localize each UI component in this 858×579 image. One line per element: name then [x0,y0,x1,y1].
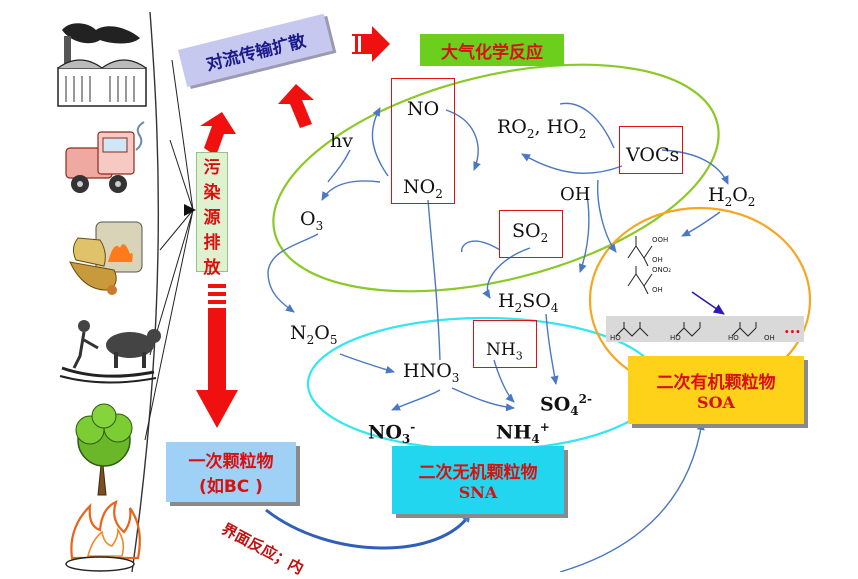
source-divider-line [131,11,160,572]
primary-particle-box: 一次颗粒物 (如BC ) [166,442,296,502]
svg-text:OOH: OOH [652,236,668,244]
source-fan-lines [144,59,194,441]
svg-text:HO: HO [728,334,739,342]
atmospheric-chemistry-loop [272,63,720,293]
sna-box: 二次无机颗粒物 SNA [392,446,564,514]
species-h2so4: H2SO4 [498,290,559,315]
tree-icon [75,403,133,496]
cooking-stove-icon [69,221,143,295]
species-nh3: NH3 [486,340,523,363]
svg-text:ONO₂: ONO₂ [652,266,671,274]
svg-text:OH: OH [652,256,663,264]
so2-box [499,210,563,258]
species-nh4-ion: NH4+ [496,420,550,447]
species-no3-ion: NO3- [368,420,416,447]
factory-icon [57,23,147,107]
red-arrow-up-left [200,112,236,156]
emission-char: 染 [203,183,221,203]
soa-title: 二次有机颗粒物 [656,373,776,393]
primary-particle-title: 一次颗粒物 [188,452,274,472]
species-no2: NO2 [403,176,443,201]
soa-oxidation-arrow [691,291,725,315]
atmospheric-chemistry-label: 大气化学反应 [441,42,543,63]
species-vocs: VOCs [626,144,680,166]
soa-molecule-labels: OOH OH ONO₂ OH HO HO HO OH [610,236,775,342]
farmer-plow-icon [59,320,161,384]
emission-char: 污 [203,158,221,178]
svg-text:HO: HO [670,334,681,342]
species-so4-ion: SO42- [540,392,592,419]
atmospheric-chemistry-box: 大气化学反应 [420,34,564,66]
soa-molecule-structures [606,236,804,342]
red-arrow-down [196,284,238,428]
red-arrow-up-right [278,84,314,128]
species-n2o5: N2O5 [290,322,338,347]
species-o3: O3 [300,208,324,233]
sna-title: 二次无机颗粒物 [418,463,538,483]
emission-char: 排 [203,233,221,253]
species-hv: hv [330,130,353,152]
species-hno3: HNO3 [403,360,460,385]
fire-icon [65,500,141,572]
sna-abbrev: SNA [458,483,498,502]
no-nox-box [391,78,455,204]
source-fan-arrowhead [184,204,196,216]
species-oh: OH [560,184,591,205]
svg-text:HO: HO [610,334,621,342]
soa-abbrev: SOA [697,393,735,412]
truck-icon [65,121,145,193]
species-ro2-ho2: RO2, HO2 [497,116,587,141]
svg-text:OH: OH [764,334,775,342]
species-so2: SO2 [512,220,549,245]
nh3-box [473,320,537,368]
pollution-emission-box: 污 染 源 排 放 [196,152,228,278]
species-no: NO [407,98,440,120]
soa-box: 二次有机颗粒物 SOA [628,356,804,424]
soa-more-ellipsis: ... [784,318,801,337]
svg-text:OH: OH [652,286,663,294]
reaction-arrows [265,102,729,572]
species-h2o2: H2O2 [708,184,756,209]
red-arrow-right [352,26,390,62]
primary-particle-example: (如BC ) [199,477,263,497]
emission-char: 源 [203,208,221,228]
vocs-box [619,126,683,174]
emission-char: 放 [203,258,221,278]
